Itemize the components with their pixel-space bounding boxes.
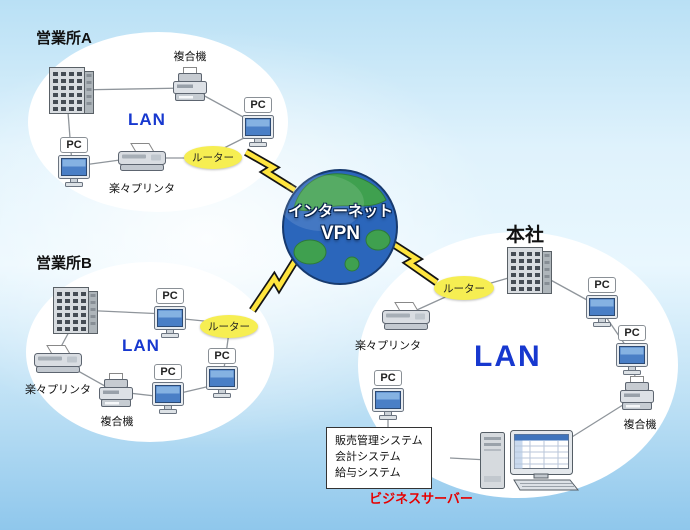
hq-building-icon [507,247,552,294]
system-item: 販売管理システム [335,435,423,447]
pc-monitor-icon [152,382,184,414]
hq-title: 本社 [506,225,545,246]
office-a-pc2: PC [56,137,92,188]
office-a-printer-icon [118,143,166,171]
system-item: 会計システム [335,450,401,463]
internet-vpn-label: インターネット VPN [268,203,413,246]
office-a-mfp-icon [173,67,207,101]
office-b-mfp-icon [99,373,133,407]
pc-monitor-icon [58,155,90,187]
hq-mfp-icon [620,376,654,410]
pc-label: PC [374,370,402,386]
office-b-printer-label: 楽々プリンタ [25,384,91,396]
hq-server-label: ビジネスサーバー [369,491,473,506]
pc-label: PC [244,97,272,113]
lightning-bolt-office-b [249,253,302,313]
office-b-printer-icon [34,345,82,373]
pc-monitor-icon [206,366,238,398]
office-a-title: 営業所A [36,30,92,47]
pc-label: PC [588,277,616,293]
office-a-router: ルーター [184,146,242,169]
office-b-mfp-label: 複合機 [100,416,134,428]
pc-label: PC [154,364,182,380]
internet-label-line2: VPN [320,222,361,244]
office-b-title: 営業所B [36,255,92,272]
office-b-pc1: PC [152,288,188,339]
office-b-pc3: PC [204,348,240,399]
hq-business-server-icon [480,430,579,491]
hq-pc3: PC [370,370,406,421]
pc-label: PC [618,325,646,341]
hq-pc1: PC [584,277,620,328]
pc-monitor-icon [242,115,274,147]
hq-pc2: PC [614,325,650,376]
office-b-pc2: PC [150,364,186,415]
pc-label: PC [60,137,88,153]
pc-label: PC [156,288,184,304]
pc-monitor-icon [372,388,404,420]
pc-monitor-icon [616,343,648,375]
pc-label: PC [208,348,236,364]
internet-label-line1: インターネット [287,203,393,220]
office-a-printer-label: 楽々プリンタ [109,183,175,195]
office-b-lan-label: LAN [122,336,160,355]
office-a-lan-label: LAN [128,110,166,129]
pc-monitor-icon [154,306,186,338]
hq-router: ルーター [434,276,494,300]
office-a-mfp-label: 複合機 [173,51,207,63]
hq-lan-label: LAN [474,340,542,373]
internet-globe-icon [280,169,398,285]
hq-printer-label: 楽々プリンタ [355,340,421,352]
office-b-router: ルーター [200,315,258,338]
office-a-pc1: PC [240,97,276,148]
lightning-bolt-hq [387,238,439,286]
system-item: 給与システム [335,466,401,479]
hq-systems-box: 販売管理システム 会計システム 給与システム [326,427,432,489]
office-a-building-icon [49,67,94,114]
hq-mfp-label: 複合機 [623,419,657,431]
lightning-bolt-office-a [244,148,297,194]
pc-monitor-icon [586,295,618,327]
office-b-building-icon [53,287,98,334]
hq-printer-icon [382,302,430,330]
